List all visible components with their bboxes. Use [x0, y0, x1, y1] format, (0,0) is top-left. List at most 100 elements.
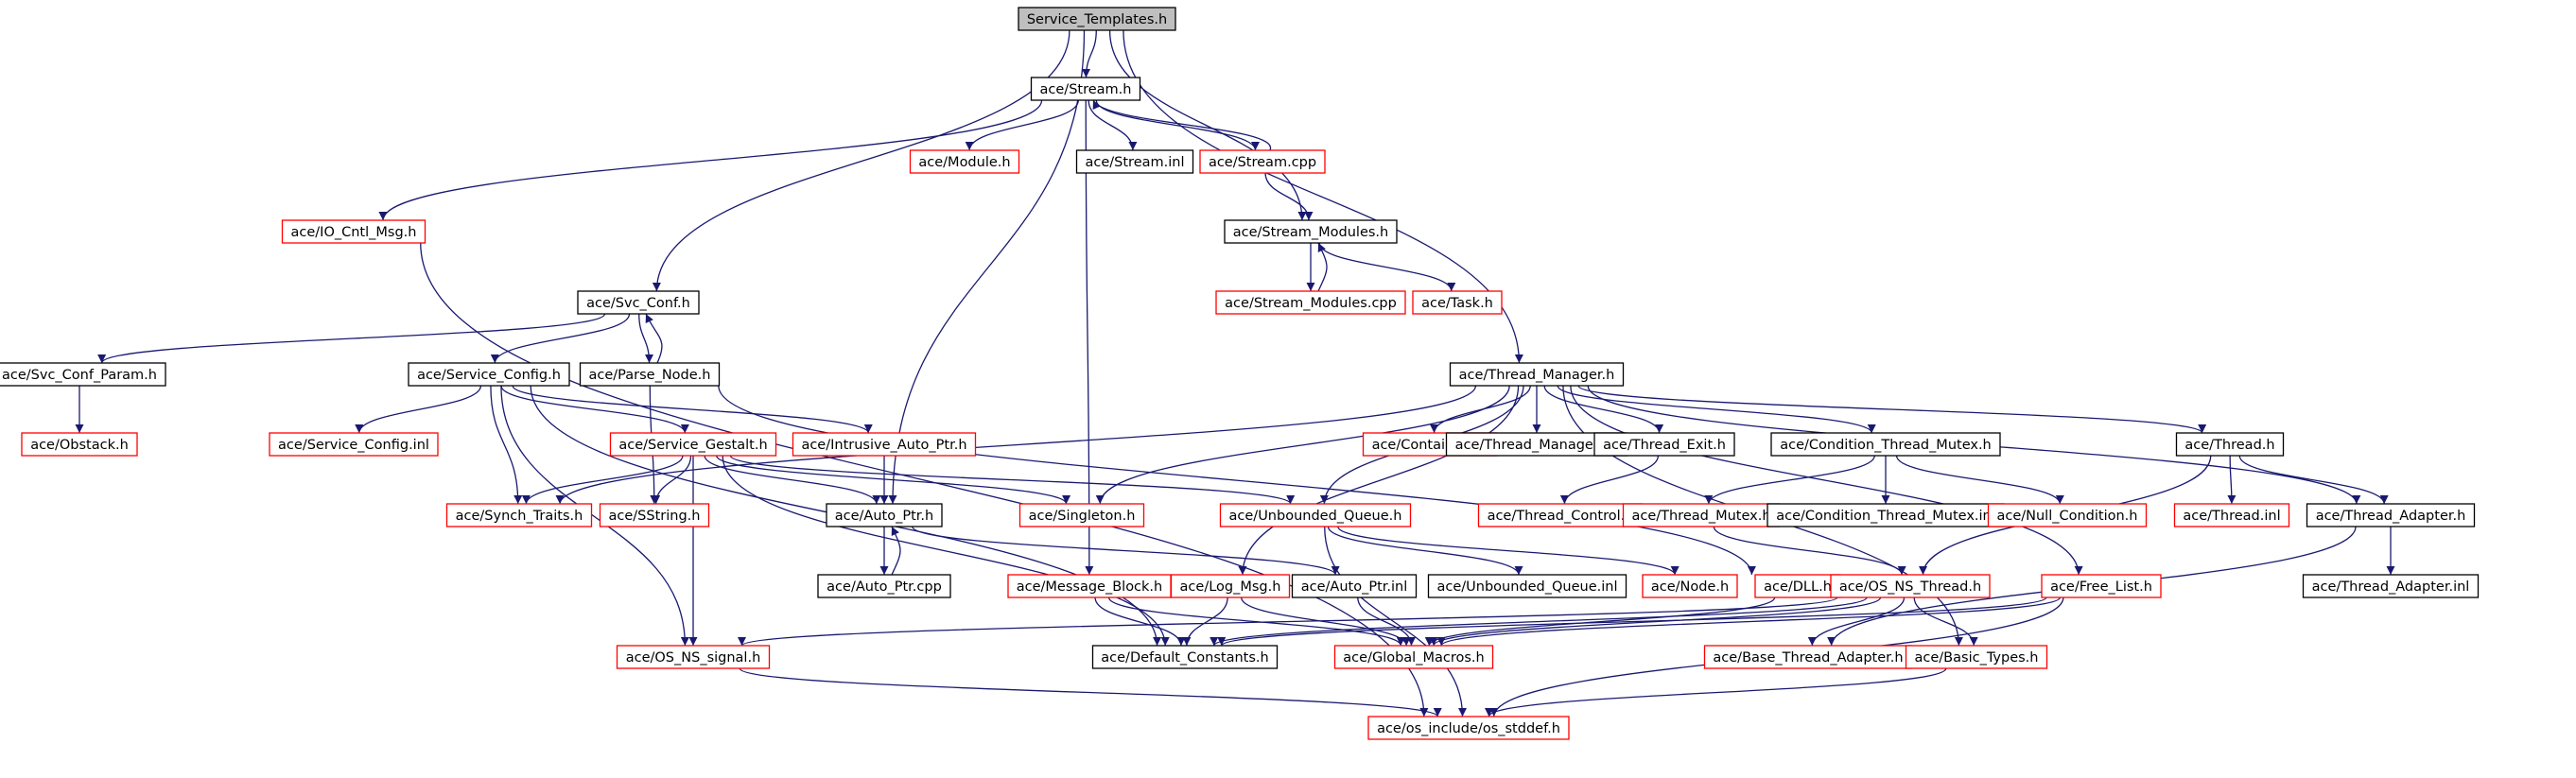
- node-base-thread-adapter-h[interactable]: ace/Base_Thread_Adapter.h: [1703, 645, 1913, 669]
- node-global-macros-h[interactable]: ace/Global_Macros.h: [1333, 645, 1494, 669]
- node-auto-ptr-inl[interactable]: ace/Auto_Ptr.inl: [1291, 574, 1418, 598]
- node-box: [408, 362, 570, 387]
- edge-service_gestalt_h-to-default_constants_h: [722, 455, 1170, 647]
- node-label: ace/Synch_Traits.h: [456, 509, 583, 524]
- node-box: [2173, 503, 2290, 527]
- node-os-ns-thread-h[interactable]: ace/OS_NS_Thread.h: [1830, 574, 1991, 598]
- node-box: [445, 503, 593, 527]
- node-thread-exit-h[interactable]: ace/Thread_Exit.h: [1593, 432, 1735, 457]
- node-default-constants-h[interactable]: ace/Default_Constants.h: [1091, 645, 1279, 669]
- node-box: [269, 432, 439, 457]
- node-box: [1412, 290, 1503, 315]
- node-thread-h[interactable]: ace/Thread.h: [2175, 432, 2285, 457]
- node-box: [1215, 290, 1406, 315]
- node-null-condition-h[interactable]: ace/Null_Condition.h: [1987, 503, 2148, 527]
- node-node-h[interactable]: ace/Node.h: [1642, 574, 1738, 598]
- node-synch-traits-h[interactable]: ace/Synch_Traits.h: [445, 503, 593, 527]
- edge-service_config_h-to-service_config_inl: [355, 385, 482, 434]
- node-service-gestalt-h[interactable]: ace/Service_Gestalt.h: [609, 432, 777, 457]
- edge-dll_h-to-global_macros_h: [1424, 596, 1776, 647]
- node-box: [909, 149, 1020, 174]
- node-box: [1987, 503, 2148, 527]
- node-box: [792, 432, 977, 457]
- node-service-config-h[interactable]: ace/Service_Config.h: [408, 362, 570, 387]
- node-thread-manager-h[interactable]: ace/Thread_Manager.h: [1449, 362, 1625, 387]
- node-module-h[interactable]: ace/Module.h: [909, 149, 1020, 174]
- edge-stream_h-to-stream_cpp: [1095, 99, 1260, 151]
- node-intrusive-auto-ptr-h[interactable]: ace/Intrusive_Auto_Ptr.h: [792, 432, 977, 457]
- node-thread-adapter-inl[interactable]: ace/Thread_Adapter.inl: [2302, 574, 2480, 598]
- node-message-block-h[interactable]: ace/Message_Block.h: [1007, 574, 1172, 598]
- node-stream-cpp[interactable]: ace/Stream.cpp: [1199, 149, 1326, 174]
- edge-svc_conf_h-to-service_config_h: [490, 313, 631, 364]
- edge-os_ns_signal_h-to-os_stddef_h: [739, 667, 1442, 717]
- node-box: [577, 290, 700, 315]
- node-label: ace/Thread_Manager.inl: [1455, 438, 1619, 453]
- edge-thread_h-to-thread_adapter_h: [2238, 455, 2389, 505]
- node-label: Service_Templates.h: [1027, 12, 1167, 27]
- node-svc-conf-param-h[interactable]: ace/Svc_Conf_Param.h: [0, 362, 166, 387]
- node-label: ace/Stream.inl: [1086, 155, 1185, 170]
- node-task-h[interactable]: ace/Task.h: [1412, 290, 1503, 315]
- node-thread-inl[interactable]: ace/Thread.inl: [2173, 503, 2290, 527]
- node-os-stddef-h[interactable]: ace/os_include/os_stddef.h: [1367, 716, 1570, 740]
- node-box: [1367, 716, 1570, 740]
- node-label: ace/Auto_Ptr.inl: [1301, 579, 1408, 595]
- node-condition-thread-mutex-inl[interactable]: ace/Condition_Thread_Mutex.inl: [1767, 503, 2005, 527]
- node-thread-mutex-h[interactable]: ace/Thread_Mutex.h: [1622, 503, 1781, 527]
- node-condition-thread-mutex-h[interactable]: ace/Condition_Thread_Mutex.h: [1770, 432, 2001, 457]
- node-singleton-h[interactable]: ace/Singleton.h: [1018, 503, 1145, 527]
- node-basic-types-h[interactable]: ace/Basic_Types.h: [1905, 645, 2048, 669]
- node-label: ace/Service_Config.h: [417, 368, 561, 383]
- node-stream-h[interactable]: ace/Stream.h: [1030, 77, 1141, 101]
- edge-condition_thread_mutex_h-to-null_condition_h: [1895, 455, 2064, 505]
- node-thread-adapter-h[interactable]: ace/Thread_Adapter.h: [2306, 503, 2476, 527]
- node-box: [2306, 503, 2476, 527]
- edge-os_ns_thread_h-to-default_constants_h: [1210, 596, 1868, 647]
- node-box: [21, 432, 138, 457]
- node-box: [1030, 77, 1141, 101]
- node-label: ace/Thread_Adapter.inl: [2312, 579, 2470, 595]
- node-svc-conf-h[interactable]: ace/Svc_Conf.h: [577, 290, 700, 315]
- node-sstring-h[interactable]: ace/SString.h: [599, 503, 710, 527]
- edge-svc_conf_h-to-svc_conf_param_h: [97, 313, 606, 364]
- edges-layer: [75, 29, 2395, 717]
- node-dll-h[interactable]: ace/DLL.h: [1754, 574, 1841, 598]
- node-label: ace/Thread_Adapter.h: [2316, 509, 2466, 524]
- node-label: ace/Thread_Mutex.h: [1631, 509, 1770, 524]
- node-auto-ptr-cpp[interactable]: ace/Auto_Ptr.cpp: [817, 574, 951, 598]
- node-log-msg-h[interactable]: ace/Log_Msg.h: [1170, 574, 1291, 598]
- node-box: [609, 432, 777, 457]
- node-box: [1767, 503, 2005, 527]
- node-unbounded-queue-h[interactable]: ace/Unbounded_Queue.h: [1219, 503, 1412, 527]
- node-obstack-h[interactable]: ace/Obstack.h: [21, 432, 138, 457]
- node-thread-control-h[interactable]: ace/Thread_Control.h: [1477, 503, 1644, 527]
- node-auto-ptr-h[interactable]: ace/Auto_Ptr.h: [826, 503, 943, 527]
- node-box: [1770, 432, 2001, 457]
- node-box: [1091, 645, 1279, 669]
- edge-auto_ptr_cpp-to-auto_ptr_h: [891, 526, 901, 576]
- node-unbounded-queue-inl[interactable]: ace/Unbounded_Queue.inl: [1427, 574, 1627, 598]
- node-box: [1018, 503, 1145, 527]
- node-box: [2175, 432, 2285, 457]
- edge-free_list_h-to-global_macros_h: [1436, 596, 2062, 647]
- edge-svc_conf_h-to-parse_node_h: [638, 313, 654, 364]
- node-free-list-h[interactable]: ace/Free_List.h: [2041, 574, 2162, 598]
- edge-service_gestalt_h-to-unbounded_queue_h: [729, 455, 1295, 505]
- node-os-ns-signal-h[interactable]: ace/OS_NS_signal.h: [616, 645, 771, 669]
- node-stream-inl[interactable]: ace/Stream.inl: [1075, 149, 1194, 174]
- node-stream-modules-cpp[interactable]: ace/Stream_Modules.cpp: [1215, 290, 1406, 315]
- node-stream-modules-h[interactable]: ace/Stream_Modules.h: [1224, 219, 1398, 244]
- node-box: [281, 219, 426, 244]
- node-label: ace/Condition_Thread_Mutex.inl: [1776, 509, 1995, 524]
- node-label: ace/OS_NS_signal.h: [626, 650, 761, 666]
- edge-os_ns_thread_h-to-base_thread_adapter_h: [1807, 596, 1906, 647]
- node-io-cntl-msg-h[interactable]: ace/IO_Cntl_Msg.h: [281, 219, 426, 244]
- node-parse-node-h[interactable]: ace/Parse_Node.h: [579, 362, 721, 387]
- node-service-templates-h[interactable]: Service_Templates.h: [1018, 7, 1176, 31]
- node-box: [2041, 574, 2162, 598]
- node-box: [579, 362, 721, 387]
- node-box: [1905, 645, 2048, 669]
- node-service-config-inl[interactable]: ace/Service_Config.inl: [269, 432, 439, 457]
